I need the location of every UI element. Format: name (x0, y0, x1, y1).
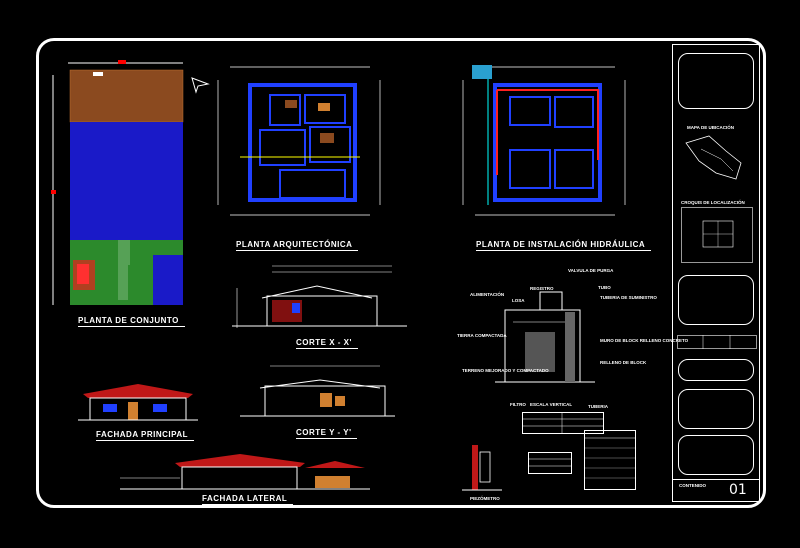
label-planta-arquitectonica: PLANTA ARQUITECTÓNICA (236, 240, 359, 251)
hydraulic-plan (462, 65, 626, 216)
title-block: MAPA DE UBICACIÓN CROQUIS DE LOCALIZACIÓ… (672, 44, 760, 502)
label-fachada-principal: FACHADA PRINCIPAL (96, 430, 195, 441)
label-fachada-lateral: FACHADA LATERAL (202, 494, 294, 505)
label-planta-conjunto: PLANTA DE CONJUNTO (78, 316, 185, 327)
note-registro: REGISTRO (530, 286, 554, 291)
sheet-label: CONTENIDO (679, 483, 706, 488)
note-tuberia: TUBERIA DE SUMINISTRO (600, 295, 657, 300)
title-block-box-4 (678, 389, 754, 429)
note-losa: LOSA (512, 298, 525, 303)
location-map (685, 135, 742, 180)
site-sketch-title: CROQUIS DE LOCALIZACIÓN (681, 200, 745, 205)
site-plan (51, 60, 184, 305)
sheet-number: 01 (729, 482, 747, 498)
note-esc: ESCALA VERTICAL (530, 402, 573, 407)
title-block-box-5 (678, 435, 754, 475)
detail-table-1 (522, 412, 604, 434)
facade-front (78, 384, 198, 421)
label-piezometro: PIEZÓMETRO (470, 496, 500, 501)
label-corte-x: CORTE X - X' (296, 338, 358, 349)
location-map-title: MAPA DE UBICACIÓN (687, 125, 734, 130)
note-terreno: TERRENO MEJORADO Y COMPACTADO (462, 368, 549, 373)
north-arrow-icon (191, 77, 210, 94)
legend-table (584, 430, 636, 490)
site-sketch (681, 207, 753, 263)
note-tuberia2: TUBERIA (588, 404, 608, 409)
piezometer-detail (462, 445, 502, 491)
note-filtro: FILTRO (510, 402, 526, 407)
facade-side (120, 454, 370, 490)
title-block-divider (673, 479, 759, 480)
info-row (677, 335, 757, 349)
title-block-box-2 (678, 275, 754, 325)
architectural-plan (217, 66, 381, 216)
note-relleno: RELLENO DE BLOCK (600, 360, 647, 365)
drawing-sheet-border (36, 38, 766, 508)
label-planta-hidraulica: PLANTA DE INSTALACIÓN HIDRÁULICA (476, 240, 652, 251)
note-valvula: VALVULA DE PURGA (568, 268, 614, 273)
detail-table-2 (528, 452, 572, 474)
note-tierra: TIERRA COMPACTADA (457, 333, 507, 338)
title-block-box-1 (678, 53, 754, 109)
note-tubo: TUBO (598, 285, 611, 290)
section-x (232, 265, 407, 328)
tank-detail (495, 291, 595, 383)
section-y (240, 365, 395, 417)
note-muro-block: MURO DE BLOCK RELLENO CONCRETO (600, 338, 689, 343)
label-corte-y: CORTE Y - Y' (296, 428, 358, 439)
title-block-box-3 (678, 359, 754, 381)
note-alimentacion: ALIMENTACIÓN (470, 292, 505, 297)
